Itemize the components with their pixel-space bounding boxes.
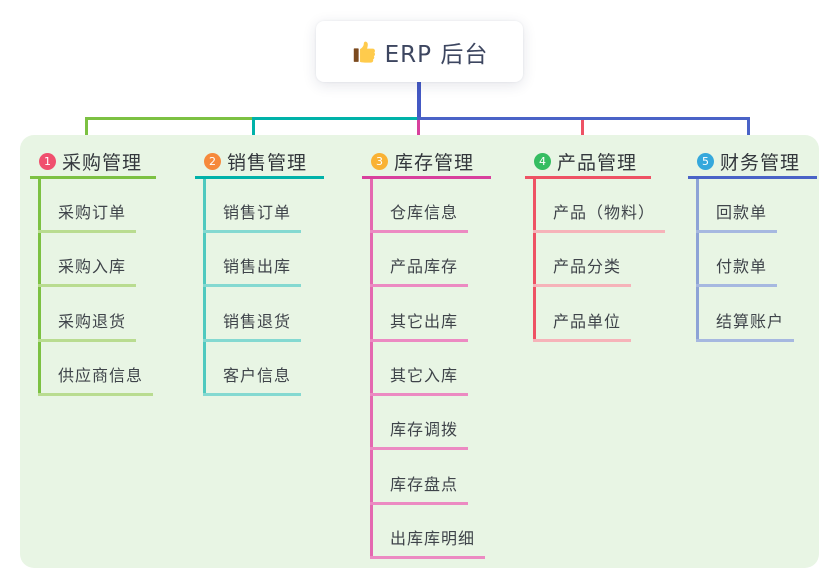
branch-label: 产品管理 (557, 152, 638, 174)
child-node[interactable]: 库存调拨 (370, 420, 469, 450)
child-node[interactable]: 付款单 (696, 257, 778, 287)
branch-number-badge: 4 (534, 153, 551, 170)
child-node[interactable]: 库存盘点 (370, 475, 469, 505)
child-node[interactable]: 销售订单 (203, 203, 302, 233)
root-node[interactable]: ERP 后台 (316, 21, 523, 82)
child-node[interactable]: 其它出库 (370, 312, 469, 342)
child-node[interactable]: 回款单 (696, 203, 778, 233)
branch-stem-line (38, 179, 41, 396)
branch-stem-line (203, 179, 206, 396)
branch-label: 财务管理 (720, 152, 801, 174)
branch-header-3[interactable]: 3 库存管理 (362, 147, 491, 179)
child-node[interactable]: 结算账户 (696, 312, 795, 342)
child-node[interactable]: 客户信息 (203, 366, 302, 396)
branch-label: 采购管理 (62, 152, 143, 174)
thumbs-up-icon (351, 39, 376, 64)
branch-number-badge: 1 (39, 153, 56, 170)
branch-header-5[interactable]: 5 财务管理 (688, 147, 817, 179)
branch-number-badge: 2 (204, 153, 221, 170)
root-drop-line (417, 82, 421, 120)
branch-label: 销售管理 (227, 152, 308, 174)
branch-header-4[interactable]: 4 产品管理 (525, 147, 651, 179)
child-node[interactable]: 仓库信息 (370, 203, 469, 233)
child-node[interactable]: 产品单位 (533, 312, 632, 342)
branches-panel: 1 采购管理采购订单采购入库采购退货供应商信息 2 销售管理销售订单销售出库销售退货客… (20, 135, 819, 568)
child-node[interactable]: 产品（物料） (533, 203, 666, 233)
branch-number-badge: 3 (371, 153, 388, 170)
child-node[interactable]: 出库库明细 (370, 529, 486, 559)
child-node[interactable]: 供应商信息 (38, 366, 154, 396)
branch-header-2[interactable]: 2 销售管理 (195, 147, 324, 179)
branch-stem-line (696, 179, 699, 342)
branch-stem-line (533, 179, 536, 342)
child-node[interactable]: 产品分类 (533, 257, 632, 287)
child-node[interactable]: 采购订单 (38, 203, 137, 233)
branch-5-connector (417, 117, 750, 120)
branch-1-connector (85, 117, 255, 120)
child-node[interactable]: 采购入库 (38, 257, 137, 287)
child-node[interactable]: 采购退货 (38, 312, 137, 342)
branch-header-1[interactable]: 1 采购管理 (30, 147, 156, 179)
branch-number-badge: 5 (697, 153, 714, 170)
child-node[interactable]: 产品库存 (370, 257, 469, 287)
branch-stem-line (370, 179, 373, 559)
child-node[interactable]: 销售出库 (203, 257, 302, 287)
child-node[interactable]: 其它入库 (370, 366, 469, 396)
branch-label: 库存管理 (394, 152, 475, 174)
child-node[interactable]: 销售退货 (203, 312, 302, 342)
root-title: ERP 后台 (384, 41, 489, 68)
branch-2-connector (252, 117, 420, 120)
